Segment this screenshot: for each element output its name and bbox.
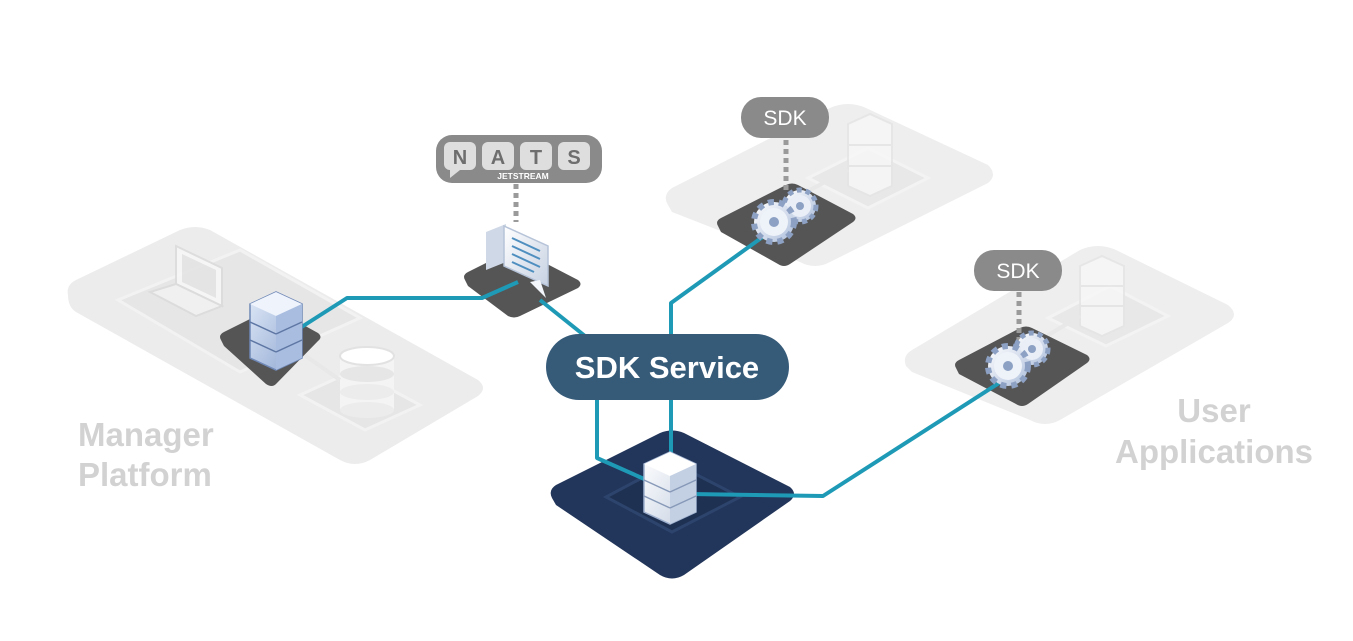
sdk-tag-top-label: SDK <box>763 107 806 130</box>
connector-manager-nats <box>298 280 519 330</box>
connector-lines <box>298 221 1012 498</box>
sdk-service-label: SDK Service <box>575 350 759 385</box>
connector-service-base-left <box>595 400 661 488</box>
server-icon <box>643 451 697 525</box>
nats-jetstream-text: JETSTREAM <box>497 171 548 181</box>
sdk-tag-right: SDK <box>974 250 1062 291</box>
nats-letter: N <box>453 147 467 169</box>
manager-platform-label-line2: Platform <box>78 456 212 493</box>
connector-nats-service <box>538 298 592 342</box>
manager-platform-label-line1: Manager <box>78 416 214 453</box>
user-applications-label-line1: User <box>1177 392 1251 429</box>
database-icon <box>339 346 395 418</box>
server-icon <box>1079 254 1125 338</box>
nats-letter: T <box>530 147 542 169</box>
message-icon <box>486 224 549 298</box>
connector-base-sdk-right <box>689 374 1012 498</box>
nats-jetstream-logo: N A T S JETSTREAM <box>436 135 602 183</box>
laptop-icon <box>147 244 225 318</box>
sdk-tag-right-label: SDK <box>996 260 1039 283</box>
user-applications-label-line2: Applications <box>1115 433 1313 470</box>
gears-icon <box>985 330 1051 389</box>
user-app-platform-top <box>665 104 993 266</box>
sdk-tag-top: SDK <box>741 97 829 138</box>
server-icon <box>847 112 893 198</box>
nats-letter: A <box>491 147 505 169</box>
server-icon <box>249 291 303 371</box>
connector-service-sdk-top <box>669 221 784 336</box>
gears-icon <box>751 187 819 245</box>
sdk-service-node: SDK Service <box>546 334 789 400</box>
nats-letter: S <box>567 147 580 169</box>
